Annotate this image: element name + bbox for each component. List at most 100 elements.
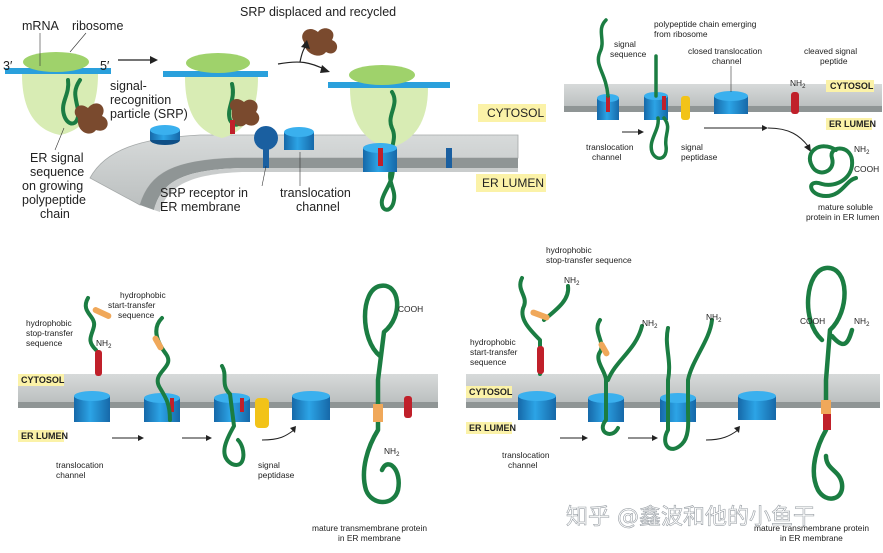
label-5-prime: 5′	[100, 59, 110, 73]
label-translocation-d-2: channel	[508, 460, 537, 470]
mrna-strand-3	[328, 82, 450, 88]
label-nh2-d2: NH	[642, 318, 654, 328]
label-nh2-d3: NH	[706, 312, 718, 322]
label-srp-2: recognition	[110, 93, 171, 107]
label-nh2-d1: NH	[564, 275, 576, 285]
label-start-transfer-d-1: hydrophobic	[470, 337, 516, 347]
tag-lumen-a	[476, 174, 546, 192]
mature-d-nterm	[829, 327, 855, 347]
label-translocation-b-1: translocation	[586, 142, 634, 152]
label-stop-transfer-d-2: stop-transfer sequence	[546, 255, 632, 265]
label-mature-c-2: in ER membrane	[338, 533, 401, 543]
chain-c3	[220, 364, 246, 467]
ribosome-2	[185, 53, 258, 138]
label-signal-seq-2: sequence	[610, 49, 647, 59]
srp-particle-2	[229, 99, 260, 127]
svg-text:NH2: NH2	[854, 144, 870, 156]
chain-d1	[518, 276, 571, 376]
label-srp-displaced: SRP displaced and recycled	[240, 5, 396, 19]
channel-b1	[597, 94, 619, 120]
chain-c1	[83, 296, 98, 352]
label-er-signal-5: chain	[40, 207, 70, 221]
label-translocation-a-1: translocation	[280, 186, 351, 200]
signal-peptidase-c	[255, 398, 269, 428]
svg-text:NH2: NH2	[564, 275, 580, 287]
svg-text:NH2: NH2	[96, 338, 112, 350]
tag-lumen-c-text: ER LUMEN	[21, 431, 68, 441]
mature-soluble-protein	[808, 144, 858, 198]
tag-cytosol-b	[826, 80, 874, 92]
signal-peptidase-b	[681, 96, 690, 120]
label-peptidase-b-2: peptidase	[681, 152, 718, 162]
channel-c2	[144, 393, 180, 422]
tag-lumen-a-text: ER LUMEN	[482, 176, 544, 190]
srp-particle-recycled	[302, 28, 338, 56]
polypeptide-chain-3	[379, 90, 397, 212]
channel-c1	[74, 391, 110, 422]
srp-receptor-1	[254, 126, 278, 168]
label-nh2-b: NH	[790, 78, 802, 88]
label-stop-transfer-c-1: hydrophobic	[26, 318, 72, 328]
channel-b3	[714, 91, 748, 114]
channel-a3	[363, 143, 397, 172]
label-cooh-c: COOH	[398, 304, 423, 314]
label-peptidase-b-1: signal	[681, 142, 703, 152]
label-nh2-c2: NH	[384, 446, 396, 456]
cleaved-peptide-c	[404, 396, 412, 418]
label-emerging-2: from ribosome	[654, 29, 708, 39]
label-er-signal-4: polypeptide	[22, 193, 86, 207]
label-ribosome: ribosome	[72, 19, 123, 33]
er-membrane-band	[140, 158, 518, 210]
label-mature-c-1: mature transmembrane protein	[312, 523, 427, 533]
label-stop-transfer-c-2: stop-transfer	[26, 328, 73, 338]
chain-b1	[596, 18, 610, 98]
label-nh2-b2: NH	[854, 144, 866, 154]
label-start-transfer-c-3: sequence	[118, 310, 155, 320]
polypeptide-chain-1	[61, 78, 82, 126]
start-transfer-red-c1	[95, 350, 102, 376]
label-er-signal-1: ER signal	[30, 151, 84, 165]
tag-cytosol-c	[18, 374, 64, 386]
label-er-signal-3: on growing	[22, 179, 83, 193]
chain-b2	[649, 54, 670, 160]
channel-d3	[660, 393, 696, 422]
svg-text:NH2: NH2	[790, 78, 806, 90]
label-mature-d-2: in ER membrane	[780, 533, 843, 543]
mature-transmembrane-d	[805, 265, 847, 501]
svg-text:NH2: NH2	[706, 312, 722, 324]
label-srp-1: signal-	[110, 79, 147, 93]
arrow-a1	[118, 56, 158, 64]
label-srp-receptor-2: ER membrane	[160, 200, 241, 214]
panel-b: signal sequence polypeptide chain emergi…	[564, 18, 882, 222]
label-peptidase-c-1: signal	[258, 460, 280, 470]
svg-text:NH2: NH2	[384, 446, 400, 458]
label-emerging-1: polypeptide chain emerging	[654, 19, 757, 29]
label-start-transfer-d-3: sequence	[470, 357, 507, 367]
tag-lumen-b-text: ER LUMEN	[829, 119, 876, 129]
srp-receptor-2	[440, 124, 452, 168]
tag-lumen-d	[466, 422, 512, 434]
label-translocation-b-2: channel	[592, 152, 621, 162]
label-signal-seq-1: signal	[614, 39, 636, 49]
label-closed-1: closed translocation	[688, 46, 762, 56]
label-srp-3: particle (SRP)	[110, 107, 188, 121]
label-er-signal-2: sequence	[30, 165, 84, 179]
label-mrna: mRNA	[22, 19, 59, 33]
tag-lumen-d-text: ER LUMEN	[469, 423, 516, 433]
svg-text:NH2: NH2	[854, 316, 870, 328]
tag-lumen-c	[18, 430, 64, 442]
tag-cytosol-a	[478, 104, 546, 122]
srp-particle-1	[74, 103, 108, 134]
channel-a1	[150, 125, 180, 145]
tag-lumen-b	[826, 118, 872, 130]
label-cleaved-2: peptide	[820, 56, 848, 66]
start-transfer-red-d1	[537, 346, 544, 374]
label-srp-receptor-1: SRP receptor in	[160, 186, 248, 200]
tag-cytosol-b-text: CYTOSOL	[830, 81, 874, 91]
label-nh2-d4: NH	[854, 316, 866, 326]
tag-cytosol-c-text: CYTOSOL	[21, 375, 65, 385]
mature-transmembrane-c	[361, 283, 401, 505]
label-mature-d-1: mature transmembrane protein	[754, 523, 869, 533]
mrna-strand-2	[163, 71, 268, 77]
